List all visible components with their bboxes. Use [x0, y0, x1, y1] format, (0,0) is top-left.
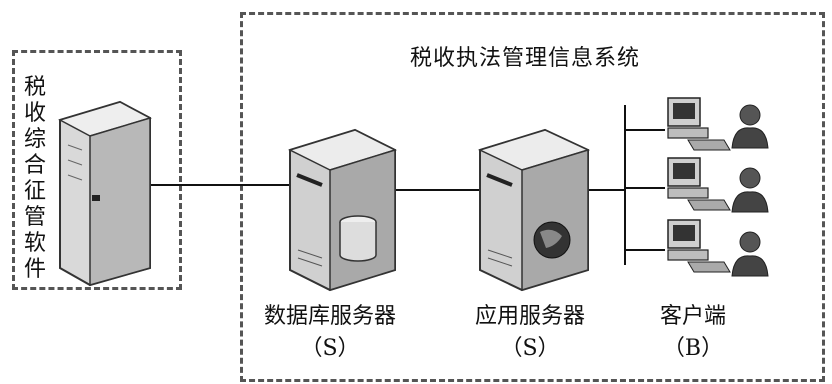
db-server-icon [287, 128, 398, 292]
client-computer-2-icon [667, 157, 731, 211]
user-2-icon [731, 167, 769, 213]
left-system-label: 税收综合征管软件 [23, 75, 46, 282]
db-server-sub-label: （S） [300, 336, 360, 361]
right-system-boundary [240, 12, 825, 382]
client-computer-1-icon [667, 97, 731, 151]
app-server-sub-label: （S） [500, 336, 560, 361]
user-3-icon [731, 231, 769, 277]
client-sub-label: （B） [662, 336, 724, 361]
client-computer-3-icon [667, 219, 731, 273]
client-label: 客户端 [659, 304, 726, 329]
left-system-boundary [12, 50, 182, 290]
system-title: 税收执法管理信息系统 [410, 46, 641, 71]
user-1-icon [731, 104, 769, 149]
left-server-icon [58, 100, 152, 287]
app-server-icon [477, 128, 591, 292]
app-server-label: 应用服务器 [474, 304, 585, 329]
db-server-label: 数据库服务器 [263, 304, 396, 329]
